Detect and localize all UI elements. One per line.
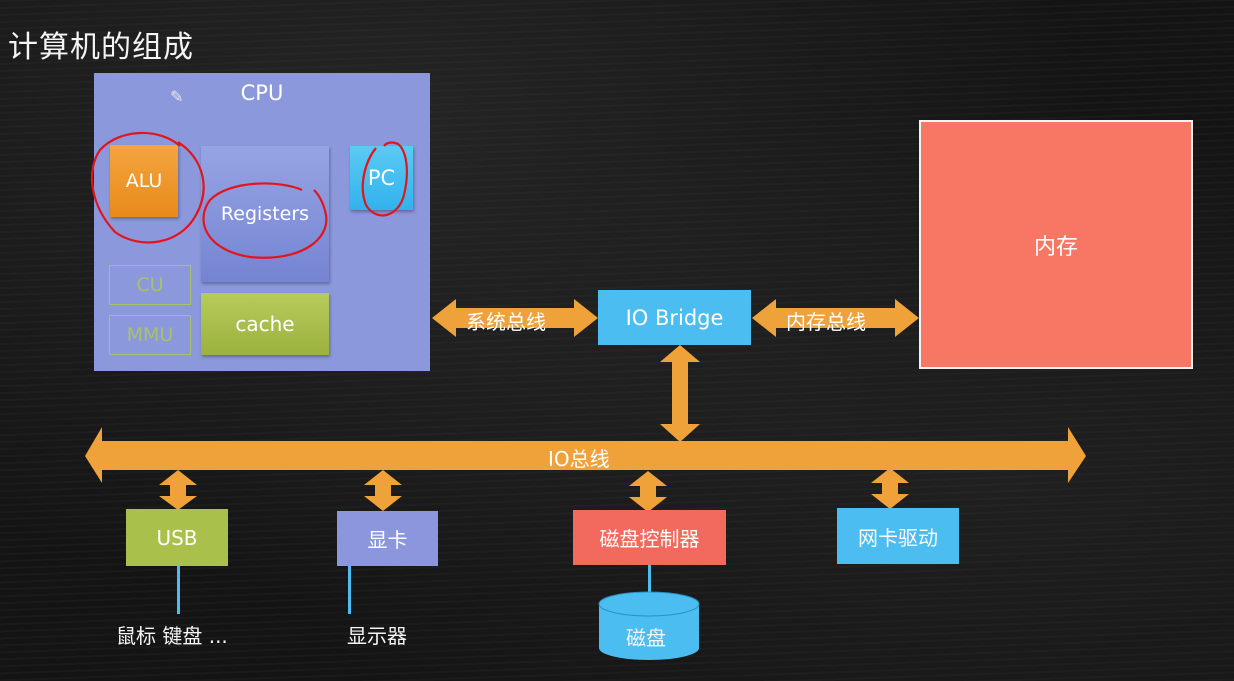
disk-label: 磁盘 bbox=[626, 626, 666, 650]
gpu-attached-caption: 显示器 bbox=[347, 624, 407, 648]
usb-bus-arrow bbox=[159, 470, 197, 510]
disk-connector-line bbox=[648, 565, 651, 595]
cache-block: cache bbox=[201, 293, 329, 355]
cpu-label: CPU bbox=[240, 81, 284, 105]
registers-block: Registers bbox=[201, 146, 329, 282]
usb-connector-line bbox=[177, 566, 180, 614]
nic-block: 网卡驱动 bbox=[837, 508, 959, 564]
usb-block: USB bbox=[126, 509, 228, 566]
usb-attached-caption: 鼠标 键盘 ... bbox=[116, 624, 228, 648]
gpu-connector-line bbox=[348, 566, 351, 614]
io-bridge-bus-arrow bbox=[660, 345, 700, 442]
pencil-cursor-icon: ✎ bbox=[170, 87, 184, 106]
slide-title: 计算机的组成 bbox=[8, 30, 194, 65]
disk-controller-block: 磁盘控制器 bbox=[573, 510, 726, 565]
gpu-bus-arrow bbox=[364, 470, 402, 511]
disk-cylinder-icon bbox=[598, 591, 700, 660]
alu-block: ALU bbox=[110, 145, 178, 217]
io-bridge-block: IO Bridge bbox=[598, 290, 751, 345]
io-bus-label: IO总线 bbox=[548, 447, 610, 471]
disk-controller-bus-arrow bbox=[629, 471, 667, 512]
nic-bus-arrow bbox=[871, 468, 909, 509]
mmu-block: MMU bbox=[109, 315, 191, 355]
cu-block: CU bbox=[109, 265, 191, 305]
system-bus-label: 系统总线 bbox=[466, 310, 546, 334]
pc-block: PC bbox=[350, 146, 413, 210]
gpu-block: 显卡 bbox=[337, 511, 438, 566]
memory-bus-label: 内存总线 bbox=[786, 310, 866, 334]
cpu-block: CPU ✎ ALU Registers PC CU MMU cache bbox=[94, 73, 430, 371]
memory-block: 内存 bbox=[919, 120, 1193, 369]
